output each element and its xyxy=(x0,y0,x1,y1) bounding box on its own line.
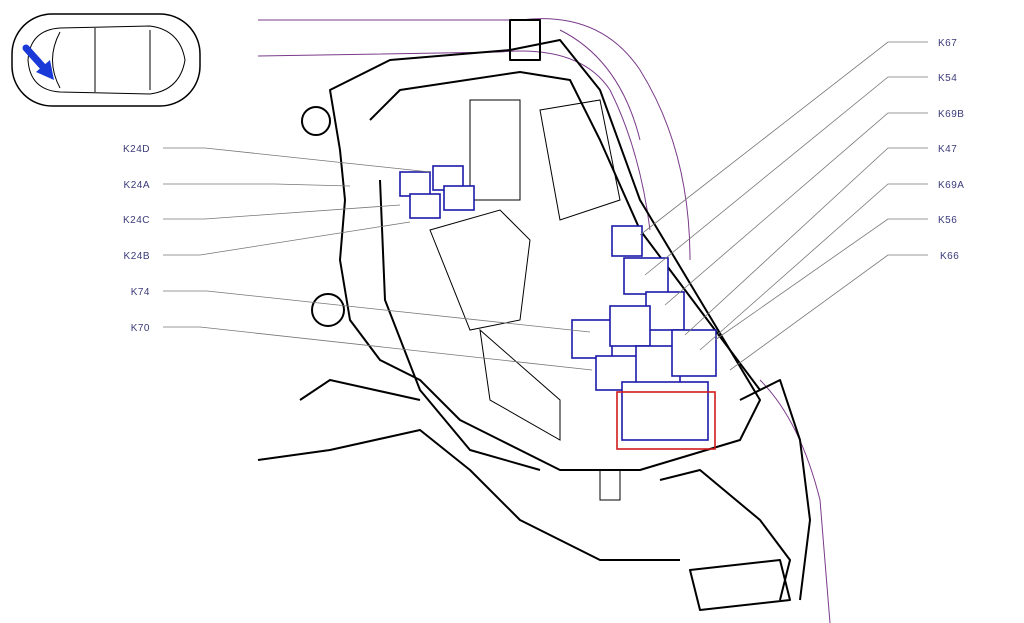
labels-right: K67 K54 K69B K47 K69A K56 K66 xyxy=(938,38,964,262)
label-k24c: K24C xyxy=(123,215,150,226)
fuse-box-housing xyxy=(257,19,811,611)
relays-right xyxy=(571,225,717,441)
label-k24a: K24A xyxy=(124,180,150,191)
label-k69a: K69A xyxy=(938,180,964,191)
relays-left xyxy=(399,165,475,219)
label-k70: K70 xyxy=(131,323,150,334)
leader-lines xyxy=(163,41,928,371)
labels-left: K24D K24A K24C K24B K74 K70 xyxy=(123,144,150,334)
label-k24b: K24B xyxy=(124,251,150,262)
label-k74: K74 xyxy=(131,287,150,298)
label-k67: K67 xyxy=(938,38,957,49)
label-k56: K56 xyxy=(938,215,957,226)
label-k69b: K69B xyxy=(938,109,964,120)
car-locator-icon xyxy=(11,13,201,107)
label-k47: K47 xyxy=(938,144,957,155)
highlighted-relay-box xyxy=(616,391,716,450)
label-k24d: K24D xyxy=(123,144,150,155)
arrow-icon xyxy=(22,44,48,72)
label-k66: K66 xyxy=(940,251,959,262)
label-k54: K54 xyxy=(938,73,957,84)
